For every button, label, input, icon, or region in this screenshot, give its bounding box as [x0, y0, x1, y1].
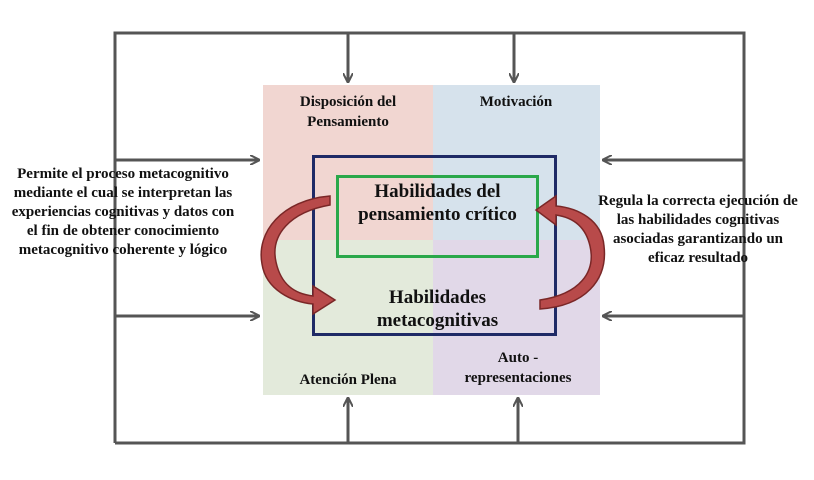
frame-line — [113, 31, 746, 445]
quadrant-atencion — [263, 240, 433, 395]
critical-thinking-label: Habilidades del pensamiento crítico — [358, 181, 517, 225]
critical-thinking-box — [336, 175, 539, 258]
curved-arrow-right — [534, 194, 606, 310]
quadrant-autorepresentaciones — [433, 240, 600, 395]
quadrant-label-atencion: Atención Plena — [299, 372, 397, 388]
quadrant-label-disposicion: Disposición del Pensamiento — [299, 94, 397, 130]
quadrant-label-autorepresentaciones: Auto - representaciones — [464, 350, 572, 386]
metacognitive-label: Habilidades metacognitivas — [376, 287, 499, 331]
left-description: Permite el proceso metacognitivo mediant… — [11, 166, 235, 258]
quadrant-label-motivacion: Motivación — [479, 94, 553, 110]
curved-arrow-left — [260, 195, 337, 316]
right-description: Regula la correcta ejecución de las habi… — [598, 193, 798, 266]
metacognitive-box — [312, 155, 557, 336]
